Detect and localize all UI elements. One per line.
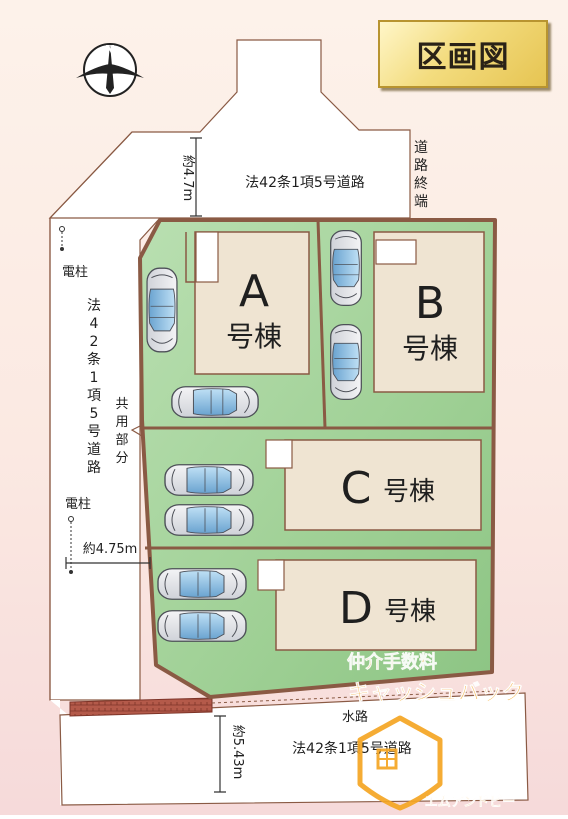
svg-text:電柱: 電柱: [62, 265, 88, 280]
car-icon: [330, 229, 362, 307]
road-left-width: 約4.75m: [65, 542, 151, 569]
house-d: [257, 559, 477, 651]
page-title: 区画図: [378, 20, 548, 88]
road-area: [48, 39, 529, 806]
road-bottom-label: 法42条1項5号道路: [292, 740, 412, 757]
svg-text:約4.7m: 約4.7m: [180, 155, 195, 201]
promo-line1: 仲介手数料: [347, 651, 437, 673]
house-b-letter: B: [415, 278, 445, 329]
promo-line2: キャッシュバック: [348, 681, 524, 706]
house-d-suffix: 号棟: [384, 597, 436, 627]
car-icon: [157, 568, 247, 600]
house-a-letter: A: [239, 266, 269, 317]
waterway-label: 水路: [342, 709, 368, 725]
house-heart-icon: [357, 715, 443, 811]
car-icon: [171, 386, 259, 418]
svg-text:電柱: 電柱: [65, 497, 91, 512]
house-b-suffix: 号棟: [402, 332, 458, 365]
car-icon: [164, 504, 254, 536]
svg-text:N: N: [105, 43, 115, 57]
car-icon: [330, 323, 362, 401]
house-b: [373, 231, 485, 393]
road-end-label: 道路終端: [414, 140, 428, 210]
utility-pole-top: 電柱: [59, 226, 88, 280]
svg-text:約5.43m: 約5.43m: [230, 725, 245, 780]
house-c-letter: C: [341, 463, 372, 514]
compass-icon: N: [76, 43, 144, 97]
house-c-suffix: 号棟: [383, 477, 435, 507]
promo-badge: 仲介手数料 キャッシュバック エムアンドビー: [347, 651, 524, 811]
brand-label: エムアンドビー: [425, 794, 515, 810]
house-c: [265, 439, 482, 531]
waterway-strip: [69, 697, 213, 717]
road-top-width: 約4.7m: [180, 137, 202, 217]
road-bottom-width: 約5.43m: [214, 715, 245, 793]
house-a: [185, 231, 310, 375]
svg-text:約4.75m: 約4.75m: [83, 542, 138, 557]
car-icon: [146, 267, 178, 353]
car-icon: [157, 610, 247, 642]
road-top-label: 法42条1項5号道路: [245, 174, 365, 191]
shared-area-label: 共用部分: [115, 397, 128, 466]
utility-pole-bottom: 電柱: [65, 497, 91, 574]
house-d-letter: D: [339, 583, 373, 634]
house-a-suffix: 号棟: [226, 320, 282, 353]
car-icon: [164, 464, 254, 496]
